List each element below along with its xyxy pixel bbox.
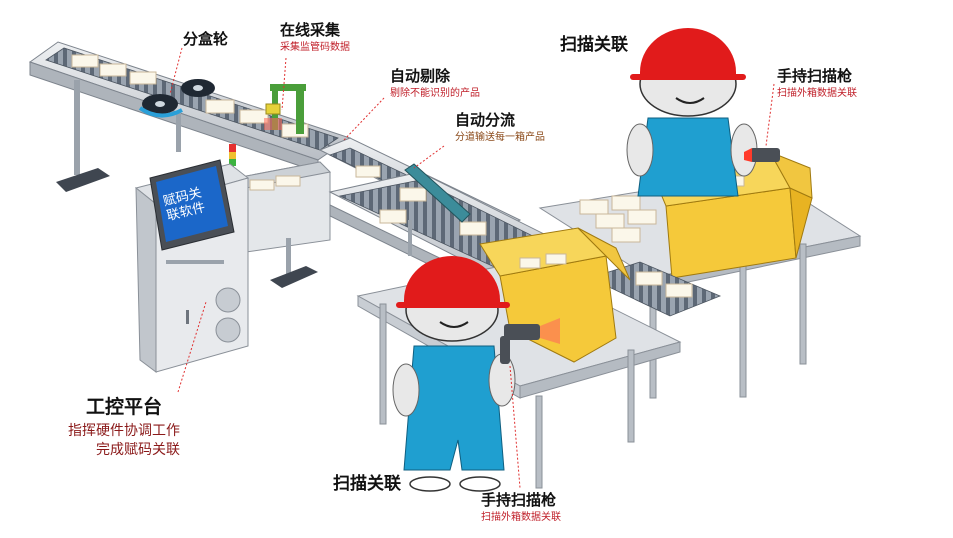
label-control-platform: 工控平台 bbox=[86, 396, 163, 418]
label-control-line2: 完成赋码关联 bbox=[96, 442, 180, 458]
label-sorting-wheel: 分盒轮 bbox=[183, 30, 229, 48]
handheld-scanner-bottom bbox=[500, 318, 560, 489]
safety-helmet-icon bbox=[640, 28, 736, 78]
safety-helmet-icon bbox=[404, 256, 500, 306]
label-auto-reject: 自动剔除 bbox=[390, 67, 451, 85]
main-conveyor bbox=[28, 41, 352, 192]
label-auto-divert: 自动分流 bbox=[455, 111, 516, 129]
label-auto-divert-sub: 分道输送每一箱产品 bbox=[455, 132, 545, 143]
control-cabinet bbox=[134, 159, 250, 373]
worker-figure-bottom bbox=[392, 256, 516, 492]
leader-lines bbox=[169, 47, 445, 393]
label-scanner-top-sub: 扫描外箱数据关联 bbox=[777, 88, 857, 99]
handheld-scanner-top bbox=[744, 83, 780, 162]
online-scanner-gantry bbox=[264, 84, 306, 134]
label-scan-link-bottom: 扫描关联 bbox=[333, 474, 401, 494]
label-control-line1: 指挥硬件协调工作 bbox=[68, 423, 180, 439]
conveyor-products bbox=[71, 54, 309, 138]
sorting-wheel-icon bbox=[138, 79, 215, 118]
label-online-collection: 在线采集 bbox=[280, 21, 341, 39]
label-online-collection-sub: 采集监管码数据 bbox=[280, 42, 350, 53]
label-scanner-bottom: 手持扫描枪 bbox=[481, 491, 557, 509]
label-scan-link-top: 扫描关联 bbox=[560, 35, 628, 55]
reject-bin bbox=[234, 161, 332, 288]
label-scanner-top: 手持扫描枪 bbox=[777, 67, 853, 85]
label-scanner-bottom-sub: 扫描外箱数据关联 bbox=[481, 512, 561, 523]
label-auto-reject-sub: 剔除不能识别的产品 bbox=[390, 88, 480, 99]
worker-figure-top bbox=[626, 28, 758, 197]
